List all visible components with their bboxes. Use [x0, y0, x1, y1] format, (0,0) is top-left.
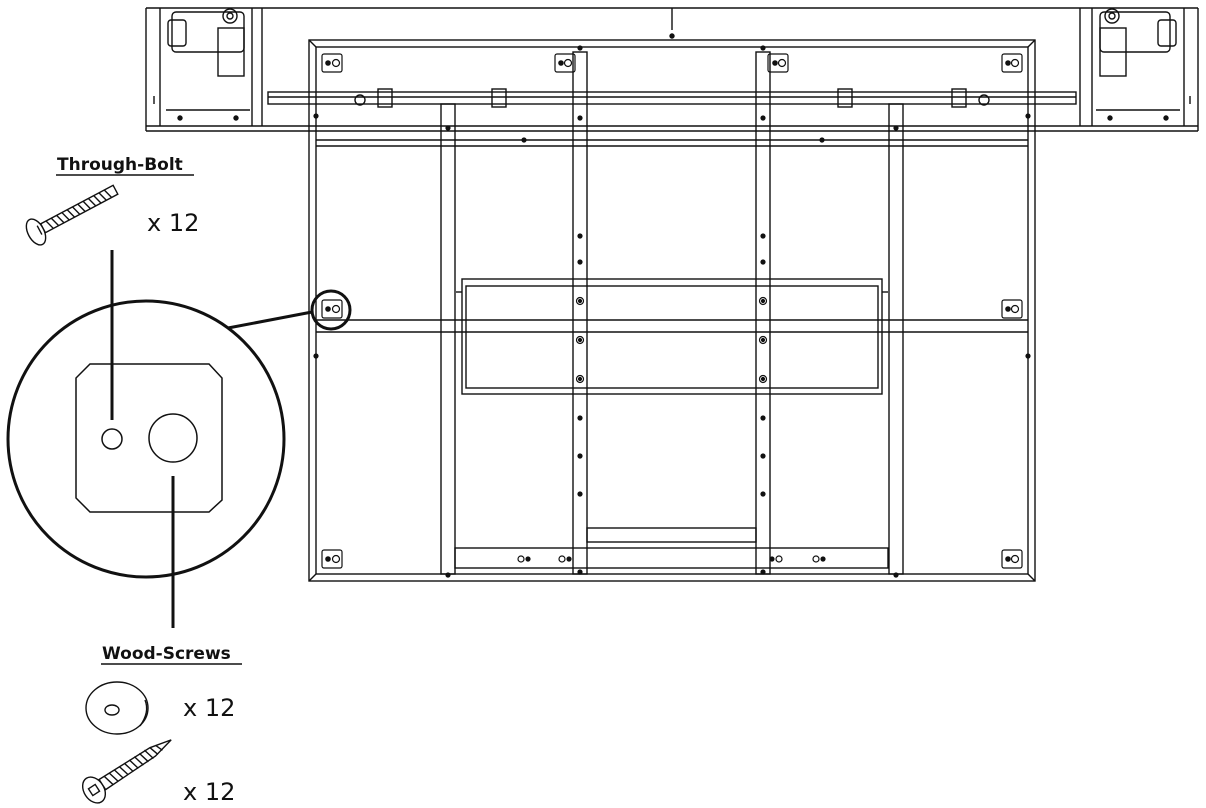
bolt-hole: [101, 428, 123, 450]
wood-screw-quantity: x 12: [183, 778, 235, 806]
mounting-bracket-detail: [75, 363, 223, 513]
through-bolt-quantity: x 12: [147, 209, 199, 237]
frame-fasteners: [313, 45, 1031, 578]
main-frame: [308, 39, 1036, 582]
washer-quantity: x 12: [183, 694, 235, 722]
through-bolt-label: Through-Bolt: [57, 155, 183, 175]
wood-screw-icon: [81, 739, 172, 804]
top-mount-structure: [145, 7, 1199, 132]
wood-screws-label: Wood-Screws: [102, 644, 231, 664]
callout-leader-line: [227, 310, 313, 330]
detail-magnifier-circle: [6, 299, 286, 579]
callout-target-circle: [310, 289, 352, 331]
wood-screws-group: Wood-Screws x 12 x 12: [81, 644, 242, 806]
right-lift-mechanism: [1079, 8, 1191, 126]
left-lift-mechanism: [153, 8, 263, 126]
screw-hole: [148, 413, 198, 463]
washer-icon: [85, 681, 149, 735]
through-bolt-group: Through-Bolt x 12: [25, 155, 199, 246]
through-bolt-icon: [25, 184, 119, 246]
detail-callout: [6, 250, 352, 628]
